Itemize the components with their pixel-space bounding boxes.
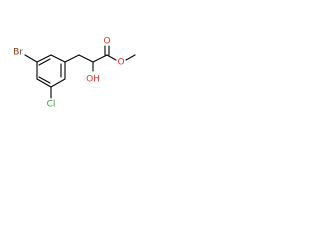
bond-ch2-to-choh xyxy=(78,54,94,63)
hydroxyl-label: OH xyxy=(86,75,100,85)
bond-carbonyl-c-to-ester-o xyxy=(106,54,117,61)
ring-bond-top-left-inner xyxy=(38,58,51,66)
bromine-label: Br xyxy=(13,48,23,58)
ring-bond-top-left xyxy=(36,54,52,63)
chlorine-label: Cl xyxy=(47,100,56,110)
bond-ester-o-to-methyl xyxy=(125,54,136,61)
chemical-structure-diagram: Br Cl OH O O xyxy=(13,37,136,110)
bond-ring-to-br xyxy=(24,54,38,63)
bond-choh-to-carbonyl-c xyxy=(92,54,108,63)
ester-oxygen-label: O xyxy=(117,58,124,68)
ring-bond-bottom-left-inner xyxy=(38,76,51,84)
ring-bond-bottom-right xyxy=(50,78,66,88)
benzene-ring xyxy=(36,54,66,88)
bond-ring-to-ch2 xyxy=(64,54,80,63)
ring-bond-top-right xyxy=(50,54,66,63)
carbonyl-oxygen-label: O xyxy=(103,37,110,47)
structure-canvas: Br Cl OH O O xyxy=(0,0,152,152)
ring-bond-bottom-left xyxy=(36,78,52,88)
